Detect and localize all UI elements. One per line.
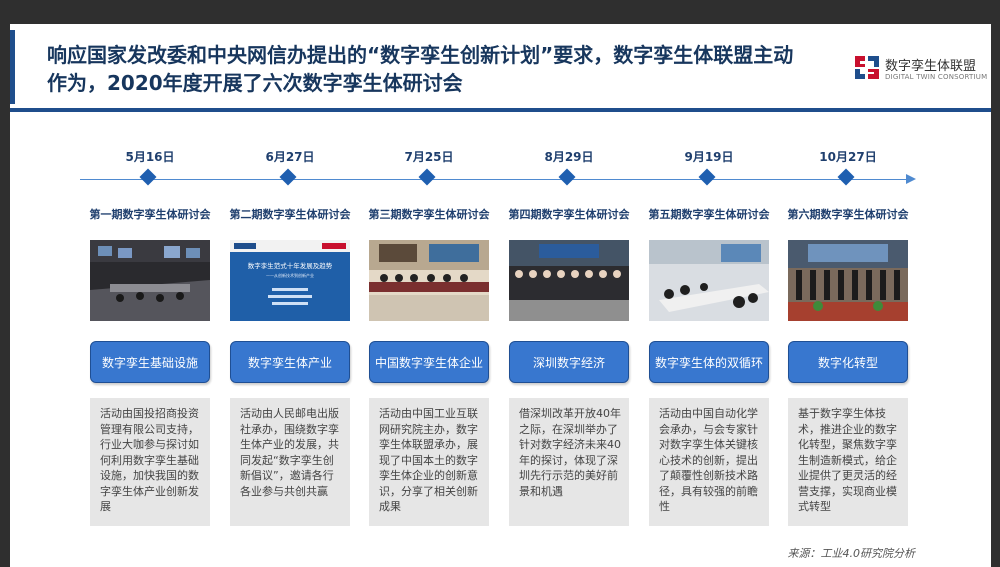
slide: 响应国家发改委和中央网信办提出的“数字孪生创新计划”要求，数字孪生体联盟主动作为… bbox=[10, 24, 991, 567]
event-session-title: 第五期数字孪生体研讨会 bbox=[648, 208, 770, 221]
logo-mark-icon bbox=[855, 56, 879, 79]
event-date: 10月27日 bbox=[819, 150, 877, 164]
title-bar: 响应国家发改委和中央网信办提出的“数字孪生创新计划”要求，数字孪生体联盟主动作为… bbox=[10, 24, 991, 108]
event-date: 8月29日 bbox=[544, 150, 594, 164]
event-date: 6月27日 bbox=[265, 150, 315, 164]
event-date: 7月25日 bbox=[404, 150, 454, 164]
event-photo bbox=[649, 240, 769, 321]
timeline-line bbox=[80, 179, 908, 180]
slide-title: 响应国家发改委和中央网信办提出的“数字孪生创新计划”要求，数字孪生体联盟主动作为… bbox=[47, 43, 794, 95]
event-description: 基于数字孪生体技术，推进企业的数字化转型，聚焦数字孪生制造新模式，给企业提供了更… bbox=[788, 398, 908, 526]
event-photo bbox=[90, 240, 210, 321]
photo-slide-subtitle: ——从创新技术到创新产业 bbox=[266, 272, 314, 278]
event-description: 活动由人民邮电出版社承办，围绕数字孪生体产业的发展，共同发起“数字孪生创新倡议”… bbox=[230, 398, 350, 526]
event-theme-button[interactable]: 深圳数字经济 bbox=[509, 341, 629, 383]
event-session-title: 第六期数字孪生体研讨会 bbox=[787, 208, 909, 221]
event-date: 5月16日 bbox=[125, 150, 175, 164]
event-photo bbox=[509, 240, 629, 321]
event-theme-button[interactable]: 中国数字孪生体企业 bbox=[369, 341, 489, 383]
title-accent-bar bbox=[10, 30, 15, 104]
event-session-title: 第四期数字孪生体研讨会 bbox=[508, 208, 630, 221]
event-description: 借深圳改革开放40年之际，在深圳举办了针对数字经济未来40年的探讨，体现了深圳先… bbox=[509, 398, 629, 526]
photo-slide-title: 数字孪生范式十年发展及趋势 bbox=[248, 261, 333, 270]
consortium-logo: 数字孪生体联盟 DIGITAL TWIN CONSORTIUM bbox=[852, 50, 987, 90]
event-photo bbox=[369, 240, 489, 321]
logo-text-en: DIGITAL TWIN CONSORTIUM bbox=[885, 73, 988, 81]
event-theme-button[interactable]: 数字孪生基础设施 bbox=[90, 341, 210, 383]
event-theme-button[interactable]: 数字化转型 bbox=[788, 341, 908, 383]
event-theme-button[interactable]: 数字孪生体产业 bbox=[230, 341, 350, 383]
timeline-arrow-icon bbox=[906, 174, 916, 184]
event-date: 9月19日 bbox=[684, 150, 734, 164]
logo-text-cn: 数字孪生体联盟 bbox=[885, 59, 977, 74]
event-description: 活动由中国自动化学会承办，与会专家针对数字孪生体关键核心技术的创新，提出了颠覆性… bbox=[649, 398, 769, 526]
event-photo: 数字孪生范式十年发展及趋势 ——从创新技术到创新产业 bbox=[230, 240, 350, 321]
source-note: 来源：工业4.0研究院分析 bbox=[787, 547, 916, 560]
event-session-title: 第三期数字孪生体研讨会 bbox=[368, 208, 490, 221]
event-description: 活动由国投招商投资管理有限公司支持，行业大咖参与探讨如何利用数字孪生基础设施，加… bbox=[90, 398, 210, 526]
event-theme-button[interactable]: 数字孪生体的双循环 bbox=[649, 341, 769, 383]
event-session-title: 第一期数字孪生体研讨会 bbox=[89, 208, 211, 221]
event-description: 活动由中国工业互联网研究院主办，数字孪生体联盟承办，展现了中国本土的数字孪生体企… bbox=[369, 398, 489, 526]
event-session-title: 第二期数字孪生体研讨会 bbox=[229, 208, 351, 221]
event-photo bbox=[788, 240, 908, 321]
title-divider bbox=[10, 108, 991, 112]
timeline bbox=[80, 174, 920, 186]
